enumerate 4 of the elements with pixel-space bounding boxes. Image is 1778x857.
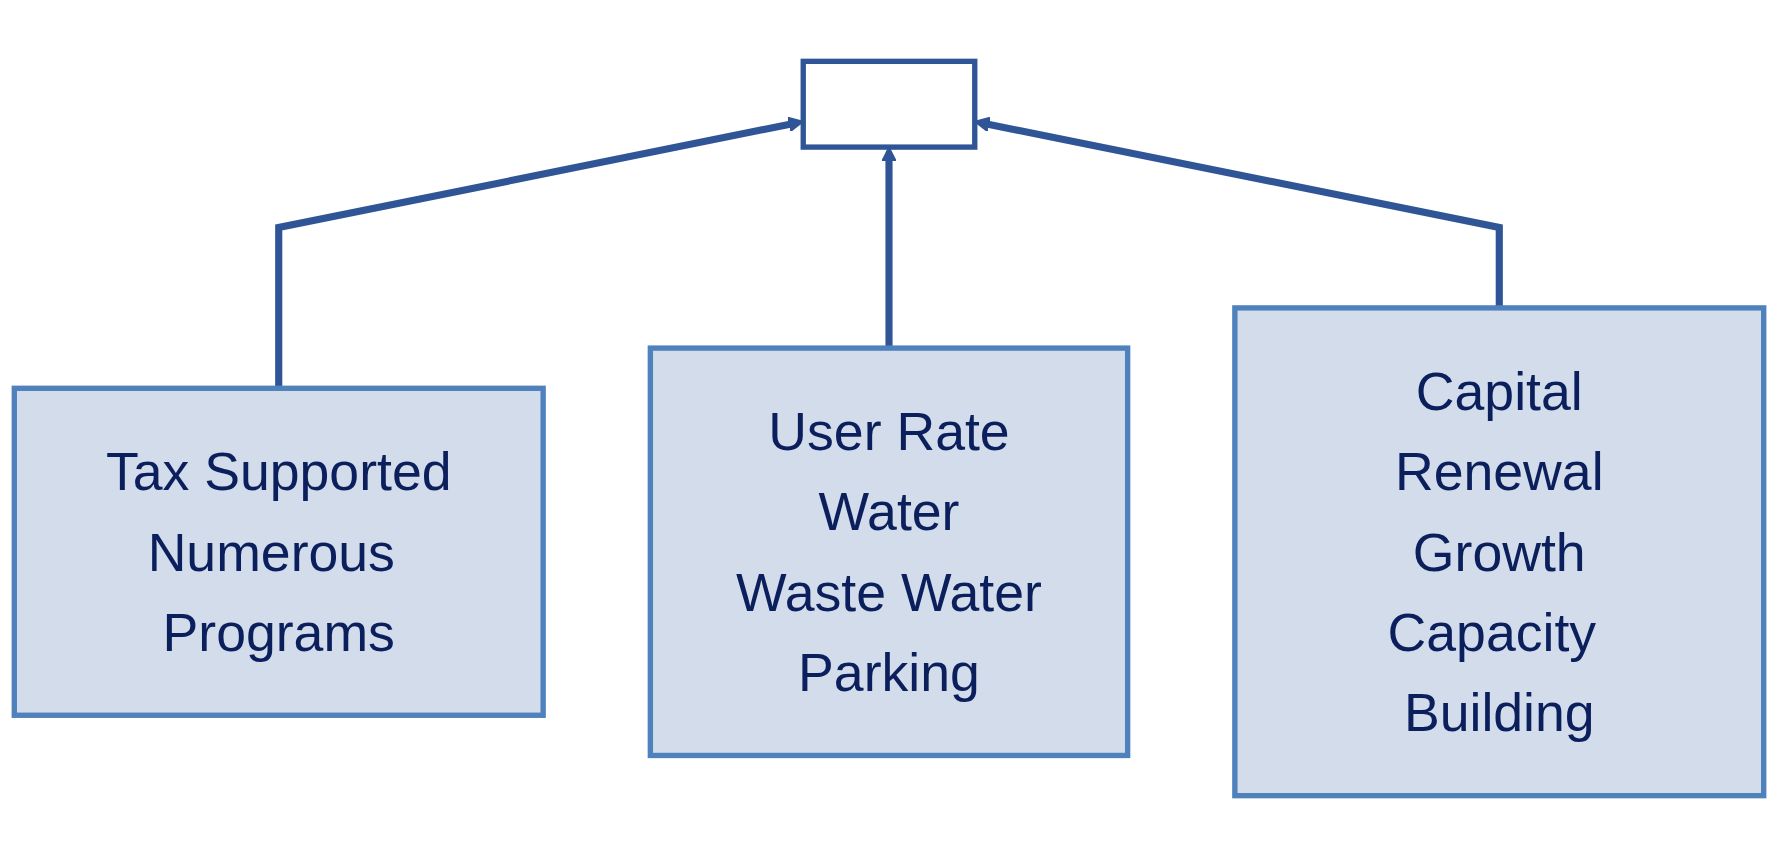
node-box: Tax Supported Numerous Programs — [11, 385, 546, 718]
node-box — [800, 58, 978, 150]
node-box: User Rate Water Waste Water Parking — [647, 345, 1131, 759]
node-box: Capital Renewal Growth Capacity Building — [1232, 305, 1767, 799]
